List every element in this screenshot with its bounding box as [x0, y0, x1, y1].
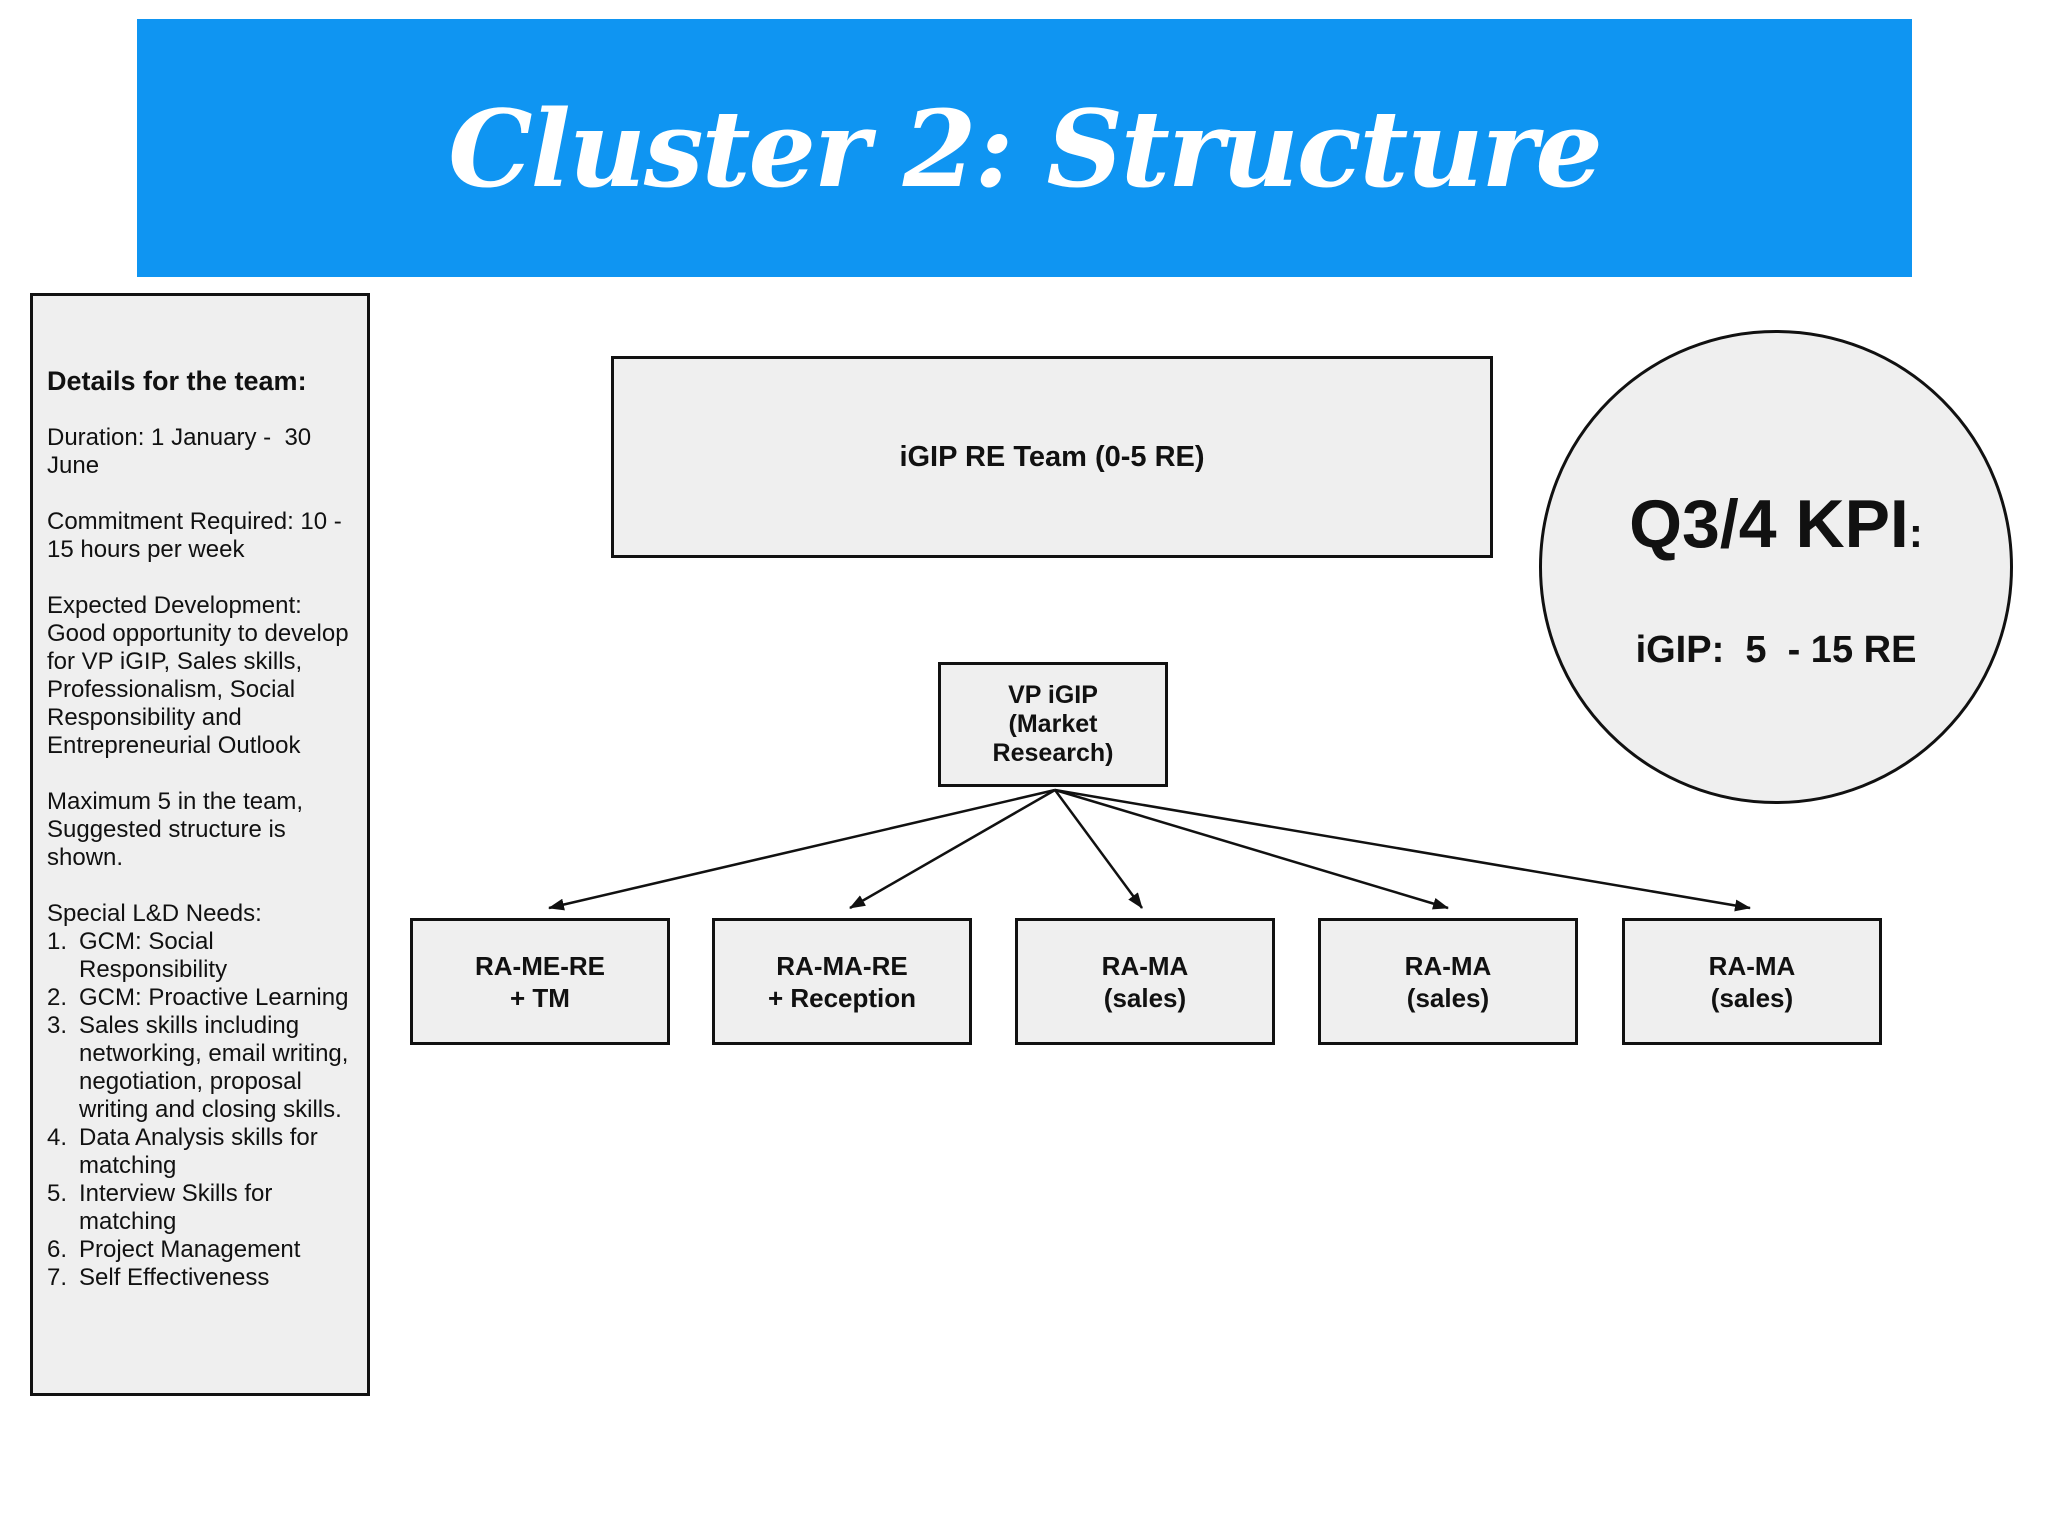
list-item-text: Interview Skills for matching	[79, 1180, 273, 1235]
list-item-text: Self Effectiveness	[79, 1264, 270, 1291]
title-banner: Cluster 2: Structure	[137, 19, 1912, 277]
list-item-text: GCM: Proactive Learning	[79, 984, 349, 1011]
kpi-title-colon: :	[1908, 509, 1923, 556]
list-item-number: 6.	[47, 1236, 68, 1263]
node-igip-re-team: iGIP RE Team (0-5 RE)	[611, 356, 1493, 558]
slide-title: Cluster 2: Structure	[448, 85, 1603, 211]
kpi-circle: Q3/4 KPI: iGIP: 5 - 15 RE	[1539, 330, 2013, 804]
list-item-text: Project Management	[79, 1236, 301, 1263]
kpi-title: Q3/4 KPI:	[1542, 485, 2010, 572]
list-item-number: 7.	[47, 1264, 68, 1291]
arrow-vp-to-child-1	[849, 788, 1056, 910]
kpi-title-text: Q3/4 KPI	[1629, 486, 1909, 562]
list-item-number: 5.	[47, 1180, 68, 1207]
list-item-number: 1.	[47, 928, 68, 955]
details-title: Details for the team:	[47, 366, 307, 396]
list-item-number: 2.	[47, 984, 68, 1011]
arrow-vp-to-child-2	[1053, 789, 1144, 909]
details-lnd-heading: Special L&D Needs:	[47, 900, 262, 927]
list-item-text: Sales skills including networking, email…	[79, 1012, 349, 1123]
list-item: 1. GCM: Social Responsibility	[47, 928, 353, 984]
node-vp-igip: VP iGIP (Market Research)	[938, 662, 1168, 787]
list-item: 4. Data Analysis skills for matching	[47, 1124, 353, 1180]
list-item-text: GCM: Social Responsibility	[79, 928, 228, 983]
node-ra-me-re-tm: RA-ME-RE + TM	[410, 918, 670, 1045]
node-ra-ma-re-reception: RA-MA-RE + Reception	[712, 918, 972, 1045]
arrow-vp-to-child-4	[1054, 788, 1751, 912]
arrow-vp-to-child-0	[548, 788, 1056, 911]
details-development: Expected Development: Good opportunity t…	[47, 592, 356, 759]
node-ra-ma-sales-3: RA-MA (sales)	[1622, 918, 1882, 1045]
node-ra-ma-sales-1: RA-MA (sales)	[1015, 918, 1275, 1045]
details-duration: Duration: 1 January - 30 June	[47, 424, 318, 479]
arrow-vp-to-child-3	[1054, 788, 1449, 910]
details-panel: Details for the team: Duration: 1 Januar…	[30, 293, 370, 1396]
list-item-number: 4.	[47, 1124, 68, 1151]
list-item-number: 3.	[47, 1012, 68, 1039]
details-team-size: Maximum 5 in the team, Suggested structu…	[47, 788, 310, 871]
kpi-value: iGIP: 5 - 15 RE	[1635, 629, 1917, 671]
list-item: 3. Sales skills including networking, ema…	[47, 1012, 353, 1124]
list-item: 5. Interview Skills for matching	[47, 1180, 353, 1236]
node-ra-ma-sales-2: RA-MA (sales)	[1318, 918, 1578, 1045]
lnd-needs-list: 1. GCM: Social Responsibility 2. GCM: Proa…	[47, 928, 353, 1292]
list-item: 2. GCM: Proactive Learning	[47, 984, 353, 1012]
list-item: 6. Project Management	[47, 1236, 353, 1264]
list-item: 7. Self Effectiveness	[47, 1264, 353, 1292]
list-item-text: Data Analysis skills for matching	[79, 1124, 318, 1179]
details-commitment: Commitment Required: 10 - 15 hours per w…	[47, 508, 349, 563]
